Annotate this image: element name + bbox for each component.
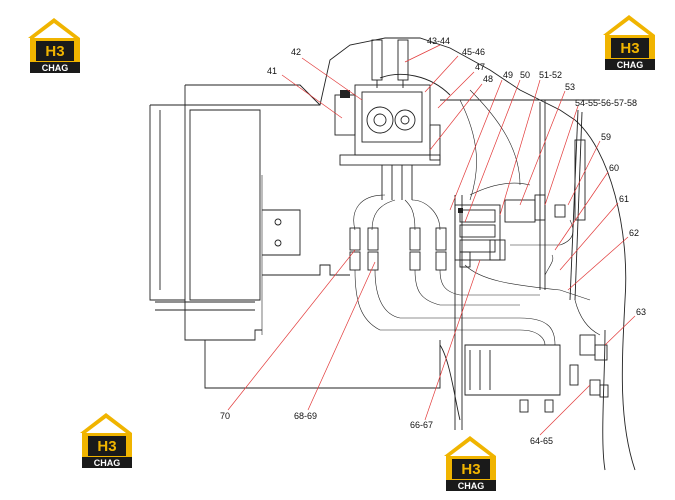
svg-text:H3: H3 bbox=[461, 461, 480, 478]
rear-fittings bbox=[569, 334, 609, 398]
callout-60: 60 bbox=[609, 163, 619, 173]
callout-45-46: 45-46 bbox=[462, 47, 485, 57]
fittings bbox=[349, 227, 471, 271]
svg-text:H3: H3 bbox=[97, 438, 116, 455]
callout-50: 50 bbox=[520, 70, 530, 80]
leader-lines bbox=[227, 44, 636, 436]
callout-68-69: 68-69 bbox=[294, 411, 317, 421]
callout-59: 59 bbox=[601, 132, 611, 142]
callout-54-58: 54-55-56-57-58 bbox=[575, 98, 637, 108]
svg-text:CHAG: CHAG bbox=[94, 458, 121, 468]
logo-top-right: H3 CHAG bbox=[603, 15, 655, 70]
hydraulic-pump bbox=[334, 39, 451, 200]
callout-47: 47 bbox=[475, 62, 485, 72]
control-valve-block bbox=[454, 139, 586, 261]
callout-labels: 41 42 43-44 45-46 47 48 49 50 51-52 53 5… bbox=[220, 36, 646, 446]
callout-66-67: 66-67 bbox=[410, 420, 433, 430]
callout-42: 42 bbox=[291, 47, 301, 57]
svg-text:H3: H3 bbox=[45, 43, 64, 60]
svg-text:CHAG: CHAG bbox=[617, 60, 644, 70]
callout-53: 53 bbox=[565, 82, 575, 92]
logo-bottom-left: H3 CHAG bbox=[80, 413, 132, 468]
logo-top-left: H3 CHAG bbox=[28, 18, 80, 73]
svg-text:H3: H3 bbox=[620, 40, 639, 57]
callout-61: 61 bbox=[619, 194, 629, 204]
callout-62: 62 bbox=[629, 228, 639, 238]
svg-text:CHAG: CHAG bbox=[42, 63, 69, 73]
callout-43-44: 43-44 bbox=[427, 36, 450, 46]
callout-70: 70 bbox=[220, 411, 230, 421]
callout-41: 41 bbox=[267, 66, 277, 76]
callout-64-65: 64-65 bbox=[530, 436, 553, 446]
machine-outline bbox=[149, 37, 636, 471]
callout-51-52: 51-52 bbox=[539, 70, 562, 80]
callout-49: 49 bbox=[503, 70, 513, 80]
callout-63: 63 bbox=[636, 307, 646, 317]
svg-text:CHAG: CHAG bbox=[458, 481, 485, 491]
logo-bottom-center: H3 CHAG bbox=[444, 436, 496, 491]
hoses bbox=[353, 89, 601, 346]
callout-48: 48 bbox=[483, 74, 493, 84]
